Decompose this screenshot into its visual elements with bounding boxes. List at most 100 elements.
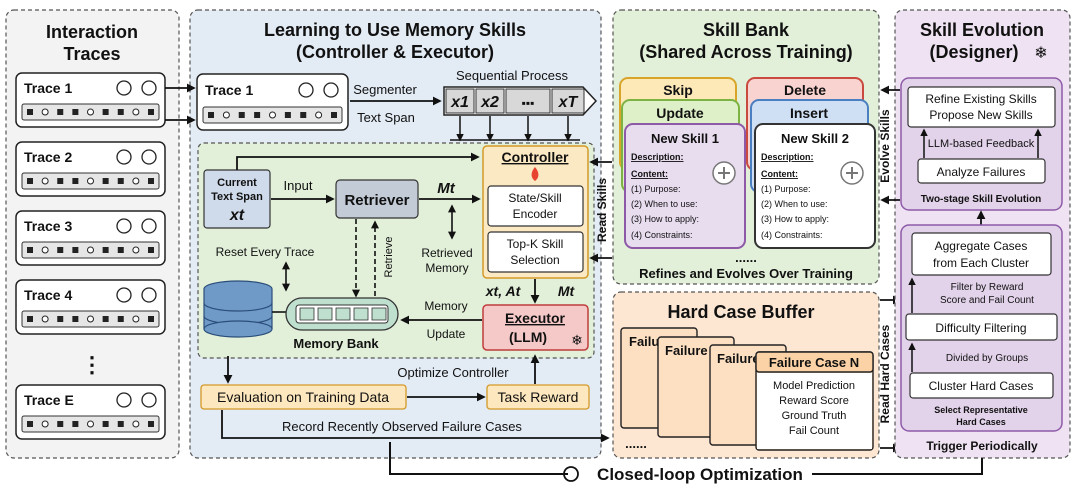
token-glyph [102, 421, 109, 427]
failure-label-3: Failure [717, 351, 760, 366]
token-glyph [132, 420, 140, 428]
delete-label: Delete [784, 82, 826, 98]
controller-label: Controller [502, 149, 569, 165]
chat-icon [298, 82, 314, 98]
token-glyph [132, 315, 140, 323]
evolution-title-line2: (Designer) [929, 42, 1018, 62]
skill2-item-3: (3) How to apply: [761, 214, 829, 224]
skill1-item-4: (4) Constraints: [631, 230, 693, 240]
text-span-label: Text Span [357, 110, 415, 125]
reward-score-label: Reward Score [779, 395, 849, 407]
skill2-description: Description: [761, 152, 814, 162]
token-dots: ▪▪▪ [522, 96, 535, 110]
learning-title-line1: Learning to Use Memory Skills [264, 20, 526, 40]
select-l1: Select Representative [934, 405, 1028, 415]
executor-l2: (LLM) [509, 329, 547, 345]
trace-card-1: Trace 1 [15, 72, 166, 128]
evolve-skills-label: Evolve Skills [878, 109, 892, 183]
snowflake-icon: ❄ [1034, 45, 1047, 62]
token-glyph [300, 112, 307, 118]
mt2-label: Mt [558, 283, 576, 299]
chat-icon [116, 218, 132, 234]
fail-count-label: Fail Count [789, 425, 839, 437]
token-glyph [269, 111, 276, 119]
token-glyph [87, 108, 94, 116]
token-glyph [102, 247, 109, 253]
token-glyph [102, 178, 109, 184]
llm-feedback-label: LLM-based Feedback [928, 138, 1035, 150]
token-glyph [117, 109, 124, 115]
optimize-controller-label: Optimize Controller [397, 365, 509, 380]
token-glyph [41, 315, 49, 323]
token-glyph [87, 177, 94, 185]
token-glyph [102, 109, 109, 115]
token-glyph [27, 109, 33, 115]
token-glyph [132, 246, 140, 254]
executor-box [482, 304, 589, 351]
skip-label: Skip [663, 82, 693, 98]
refine-l2: Propose New Skills [929, 108, 1032, 122]
state-skill-encoder-l1: State/Skill [508, 191, 561, 205]
refine-box [907, 86, 1056, 128]
new-skill-2-card [754, 123, 876, 249]
trace-ellipsis: ⋮ [81, 352, 103, 377]
refine-l1: Refine Existing Skills [925, 92, 1036, 106]
skill2-item-4: (4) Constraints: [761, 230, 823, 240]
cluster-label: Cluster Hard Cases [929, 379, 1034, 393]
reset-every-trace-label: Reset Every Trace [216, 245, 315, 259]
fire-icon [531, 167, 539, 181]
token-glyph [57, 316, 64, 322]
hard-case-panel: Hard Case Buffer Failure Failure Failure… [612, 291, 902, 459]
compass-icon [141, 287, 157, 303]
token-glyph [148, 421, 154, 427]
closed-loop-footer: Closed-loop Optimization [389, 442, 983, 484]
token-glyph [41, 420, 49, 428]
failure-label-2: Failure [665, 343, 708, 358]
interaction-traces-panel: Interaction Traces Trace 1 Trace 2 Trace… [5, 9, 180, 459]
refines-label: Refines and Evolves Over Training [639, 266, 853, 281]
memory-update-l1: Memory [424, 299, 467, 313]
token-glyph [27, 178, 33, 184]
task-reward-label: Task Reward [498, 389, 579, 405]
token-glyph [72, 178, 79, 184]
token-x2: x2 [480, 94, 499, 111]
memory-update-l2: Update [427, 327, 466, 341]
retriever-label: Retriever [344, 192, 409, 209]
token-glyph [331, 112, 337, 118]
token-glyph [27, 421, 33, 427]
trace-card-2: Trace 2 [15, 141, 166, 197]
chat-icon [116, 80, 132, 96]
trace-label-3: Trace 3 [24, 218, 72, 234]
record-label: Record Recently Observed Failure Cases [282, 419, 522, 434]
token-glyph [72, 421, 79, 427]
skill-bank-panel: Skill Bank (Shared Across Training) Skip… [589, 9, 880, 285]
skill1-content: Content: [631, 169, 668, 179]
skill2-item-2: (2) When to use: [761, 199, 828, 209]
memory-bank-label: Memory Bank [293, 336, 379, 351]
current-text-span-l1: Current [217, 177, 257, 189]
evaluation-box [200, 384, 407, 410]
select-l2: Hard Cases [956, 417, 1006, 427]
token-glyph [72, 109, 79, 115]
task-reward-box [486, 384, 590, 410]
token-glyph [57, 247, 64, 253]
update-label: Update [656, 105, 704, 121]
compass-icon [141, 392, 157, 408]
divided-label: Divided by Groups [946, 353, 1028, 364]
token-glyph [284, 112, 291, 118]
token-glyph [41, 177, 49, 185]
aggregate-box [911, 232, 1052, 276]
chat-icon [116, 287, 132, 303]
token-glyph [41, 246, 49, 254]
token-glyph [117, 178, 124, 184]
skill-evolution-panel: Skill Evolution (Designer) ❄ Refine Exis… [878, 9, 1071, 459]
skill1-description: Description: [631, 152, 684, 162]
token-glyph [87, 420, 94, 428]
evaluation-label: Evaluation on Training Data [217, 389, 389, 405]
hard-case-title: Hard Case Buffer [667, 302, 814, 322]
aggregate-l2: from Each Cluster [933, 256, 1029, 270]
database-icon [203, 280, 273, 338]
read-skills-label: Read Skills [595, 178, 609, 242]
token-glyph [148, 178, 154, 184]
state-skill-encoder-l2: Encoder [513, 207, 558, 221]
